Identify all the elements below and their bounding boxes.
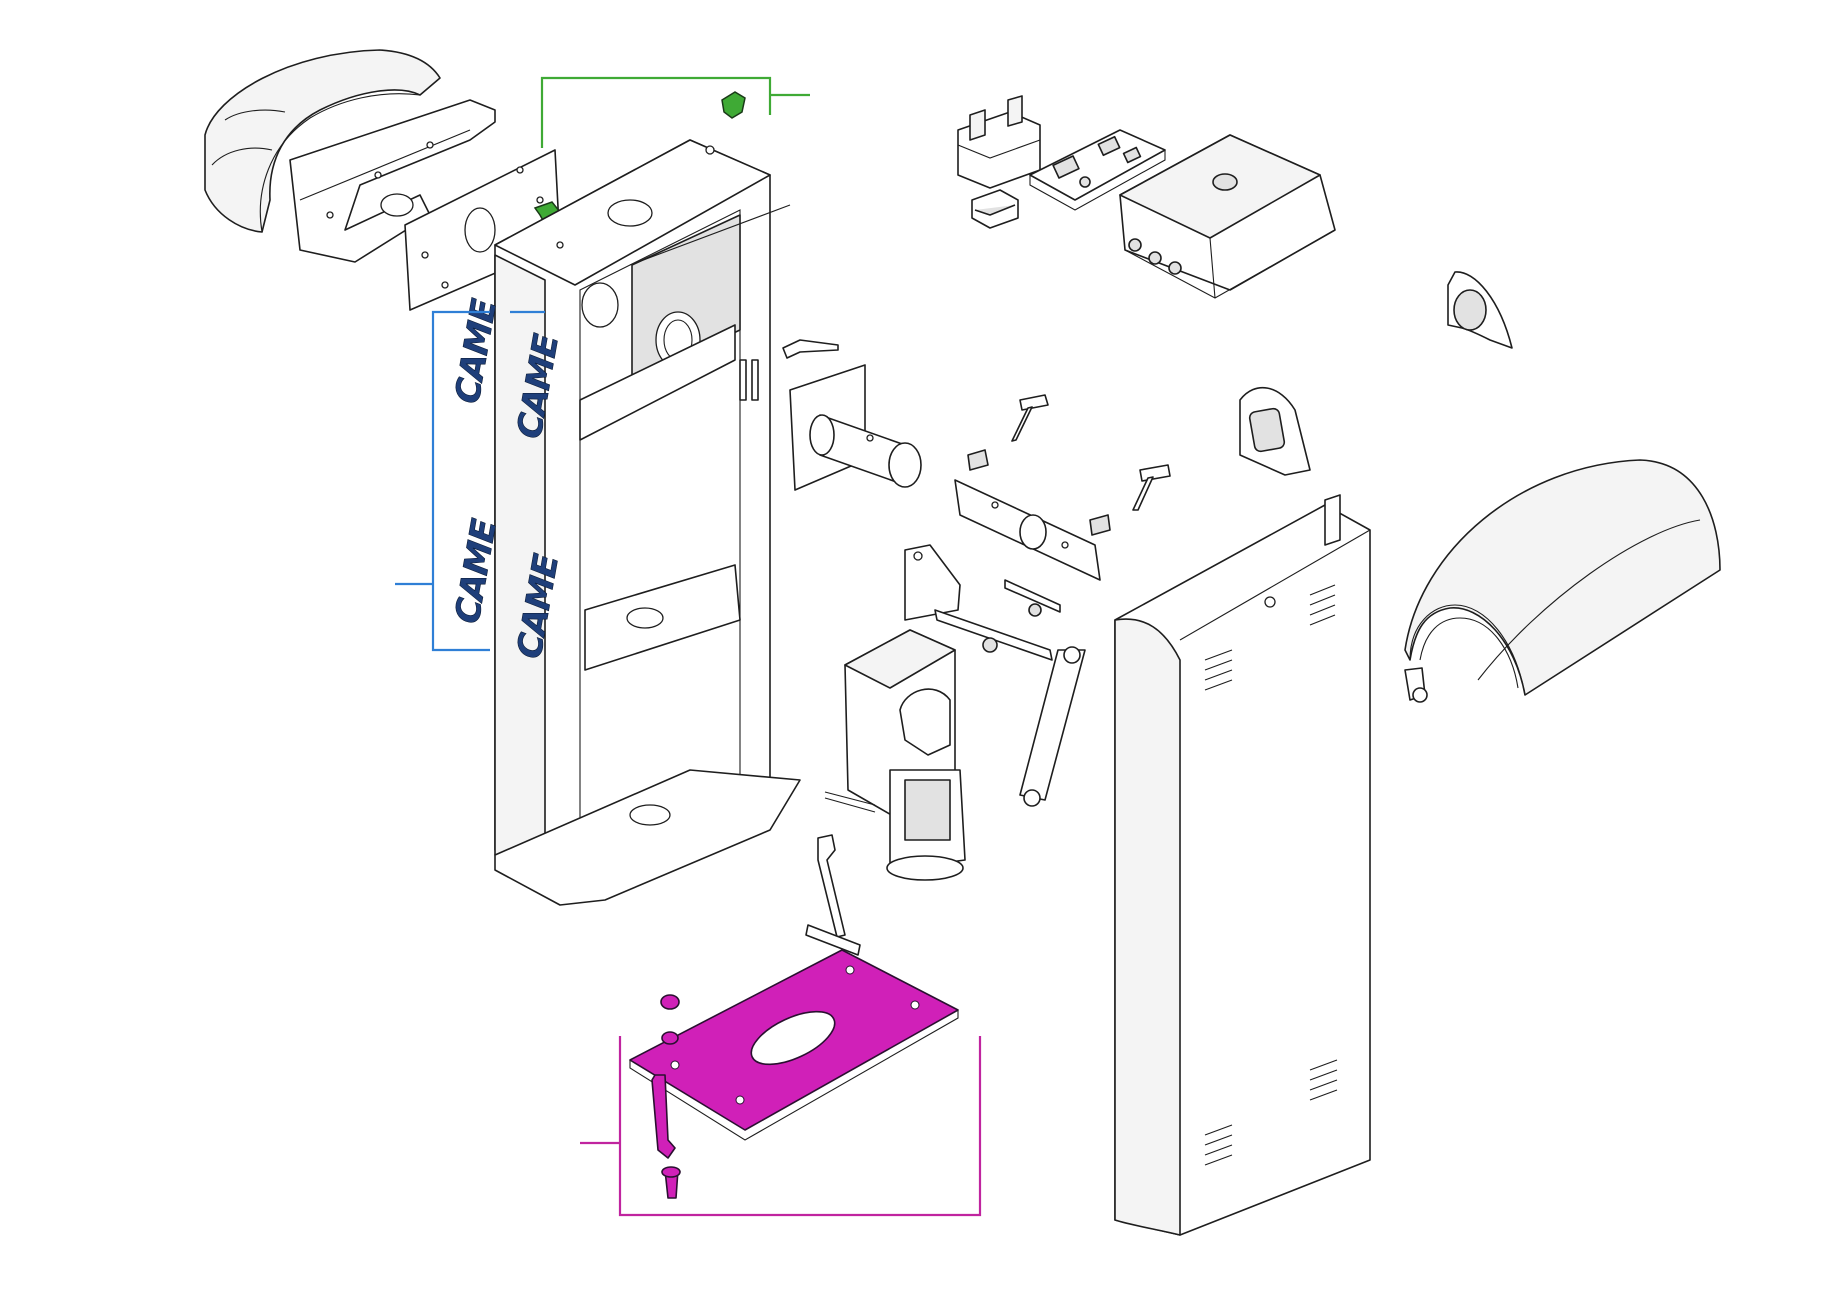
motor-flange-shaft <box>789 364 922 491</box>
cover-bracket <box>289 99 496 263</box>
front-panel <box>1114 494 1371 1236</box>
adjustment-bar <box>954 449 1111 581</box>
fuse-module <box>971 189 1019 229</box>
gearmotor <box>824 629 966 881</box>
control-box <box>1119 134 1336 299</box>
cabinet-frame: CAME CAME <box>494 139 801 906</box>
callout-blue <box>395 310 545 652</box>
side-indicator <box>1239 386 1311 476</box>
foundation-plate <box>629 949 959 1199</box>
mounting-plate <box>404 149 561 311</box>
spring-bracket <box>904 544 1061 661</box>
bolts <box>1011 394 1171 511</box>
round-cap <box>1404 459 1721 703</box>
transformer <box>957 95 1041 189</box>
pivot-rod <box>782 339 839 359</box>
lamp-holder <box>1447 271 1513 349</box>
control-board <box>1029 129 1166 211</box>
callout-magenta <box>580 1036 982 1217</box>
lever-arm <box>1019 646 1086 807</box>
top-cover <box>204 49 441 233</box>
release-rod <box>805 834 861 956</box>
callout-green <box>540 76 810 148</box>
